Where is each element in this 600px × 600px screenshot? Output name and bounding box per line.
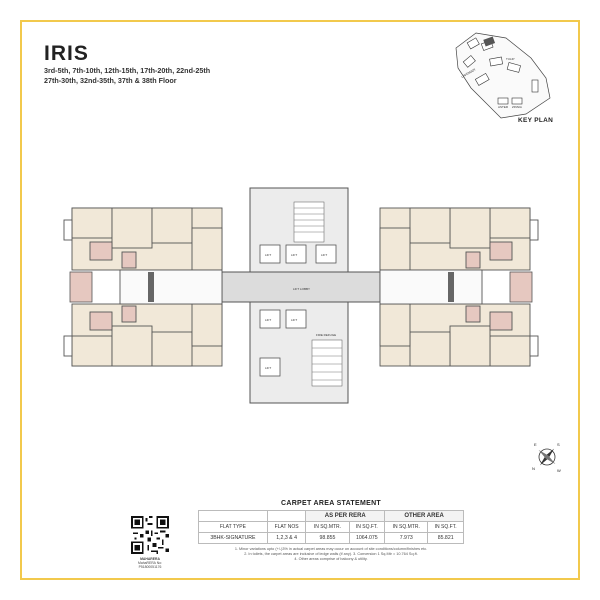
carpet-area-table: AS PER RERA OTHER AREA FLAT TYPE FLAT NO… [198,510,464,544]
left-service-core [119,269,223,305]
svg-text:ASTER: ASTER [498,105,509,109]
col-rera-sqm: IN SQ.MTR. [305,521,350,533]
flat-1 [63,207,223,271]
col-flat-type: FLAT TYPE [198,521,268,533]
staircase-bottom [311,339,343,387]
svg-text:FIRE REFUGE: FIRE REFUGE [316,333,336,337]
col-flat-nos: FLAT NOS [266,521,307,533]
key-plan-label: KEY PLAN [518,117,554,124]
compass-icon: E S N W [532,442,561,473]
col-other-sqft: IN SQ.FT. [427,521,464,533]
svg-text:LIFT: LIFT [265,253,271,257]
flat-2 [63,303,223,367]
svg-text:LIFT: LIFT [265,318,271,322]
svg-text:LIFT: LIFT [321,253,327,257]
svg-text:LIFT: LIFT [291,318,297,322]
carpet-area-statement: CARPET AREA STATEMENT AS PER RERA OTHER … [198,500,464,562]
statement-title: CARPET AREA STATEMENT [280,500,382,507]
svg-text:ZINNIA: ZINNIA [512,105,522,109]
floor-line-1: 3rd-5th, 7th-10th, 12th-15th, 17th-20th,… [44,66,211,75]
svg-text:LIFT: LIFT [291,253,297,257]
right-service-core [379,269,483,305]
lift-lobby [221,271,381,303]
svg-text:LAVENDER: LAVENDER [461,67,478,79]
page-frame [20,20,580,580]
group-rera: AS PER RERA [305,510,386,522]
floor-plan: LIFT LOBBY LIFT LIFT LIFT LIFT LIFT LIFT FIR… [63,187,539,404]
key-plan-map: LAVENDER TULIP ASTER ZINNIA [455,32,551,119]
floor-line-2: 27th-30th, 32nd-35th, 37th & 38th Floor [44,76,177,85]
statement-notes: 1. Minor variations upto (+/-)3% in actu… [234,547,428,561]
qr-caption: MAHARERA MahaRERA No: P51800051176 [138,557,162,570]
col-other-sqm: IN SQ.MTR. [384,521,429,533]
flat-3 [379,207,539,271]
svg-text:LIFT: LIFT [265,366,271,370]
flat-4 [379,303,539,367]
floor-list: 3rd-5th, 7th-10th, 12th-15th, 17th-20th,… [44,66,304,86]
col-rera-sqft: IN SQ.FT. [348,521,386,533]
staircase-top [293,201,325,243]
compass-e: E [534,442,537,447]
compass-s: S [557,442,560,447]
compass-n: N [532,466,535,471]
tower-title: IRIS [44,42,89,65]
lift-lobby-label: LIFT LOBBY [293,287,310,291]
svg-text:TULIP: TULIP [506,57,515,61]
compass-w: W [557,468,561,473]
qr-code-icon [131,516,169,554]
group-other: OTHER AREA [384,510,464,522]
table-row: 3BHK-SIGNATURE 1,2,3 & 4 98.855 1064.075… [198,532,464,544]
